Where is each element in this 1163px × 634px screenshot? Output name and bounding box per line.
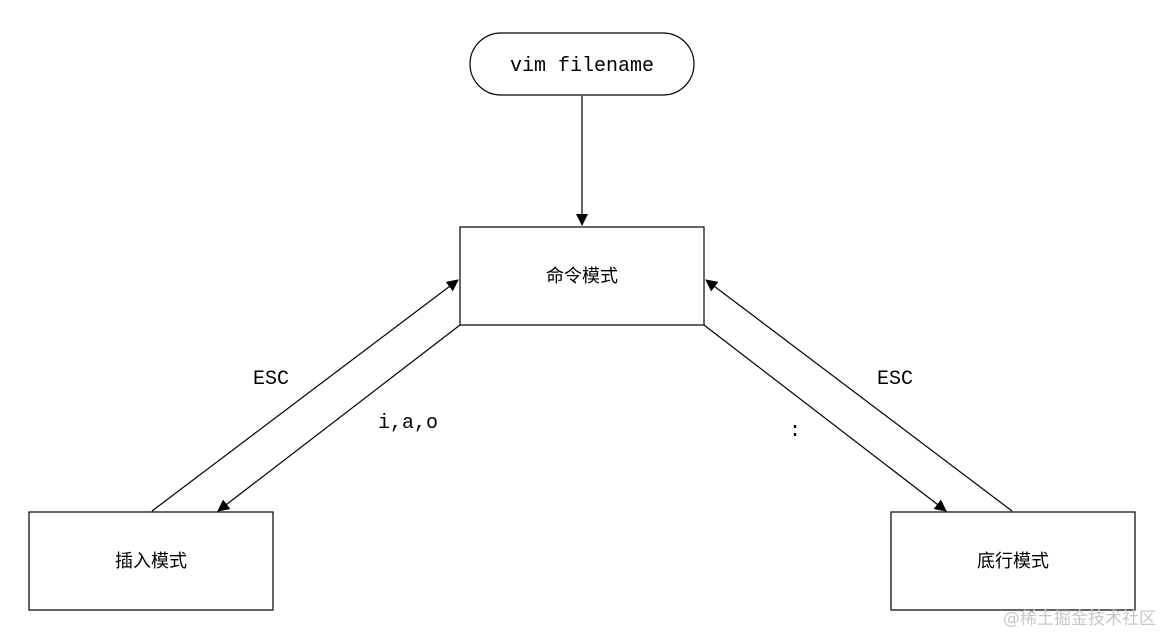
edge-label-esc-left: ESC: [253, 368, 289, 391]
arrow-command-to-insert: [217, 324, 461, 512]
start-node: vim filename: [469, 32, 695, 96]
start-node-shape: [469, 32, 695, 96]
edge-label-iao: i,a,o: [378, 412, 438, 435]
insert-mode-node: 插入模式: [28, 511, 274, 611]
watermark-text: @稀土掘金技术社区: [1003, 609, 1156, 629]
command-mode-label: 命令模式: [546, 266, 618, 287]
lastline-mode-label: 底行模式: [977, 551, 1049, 572]
arrow-lastline-to-command: [705, 279, 1013, 512]
lastline-mode-node: 底行模式: [890, 511, 1136, 611]
edge-label-colon: :: [789, 420, 801, 443]
insert-mode-box: [28, 511, 274, 611]
lastline-mode-box: [890, 511, 1136, 611]
start-node-label: vim filename: [510, 55, 654, 78]
edge-label-esc-right: ESC: [877, 368, 913, 391]
insert-mode-label: 插入模式: [115, 551, 187, 572]
arrow-command-to-lastline: [703, 324, 947, 512]
command-mode-node: 命令模式: [459, 226, 705, 326]
command-mode-box: [459, 226, 705, 326]
arrow-insert-to-command: [151, 279, 459, 512]
